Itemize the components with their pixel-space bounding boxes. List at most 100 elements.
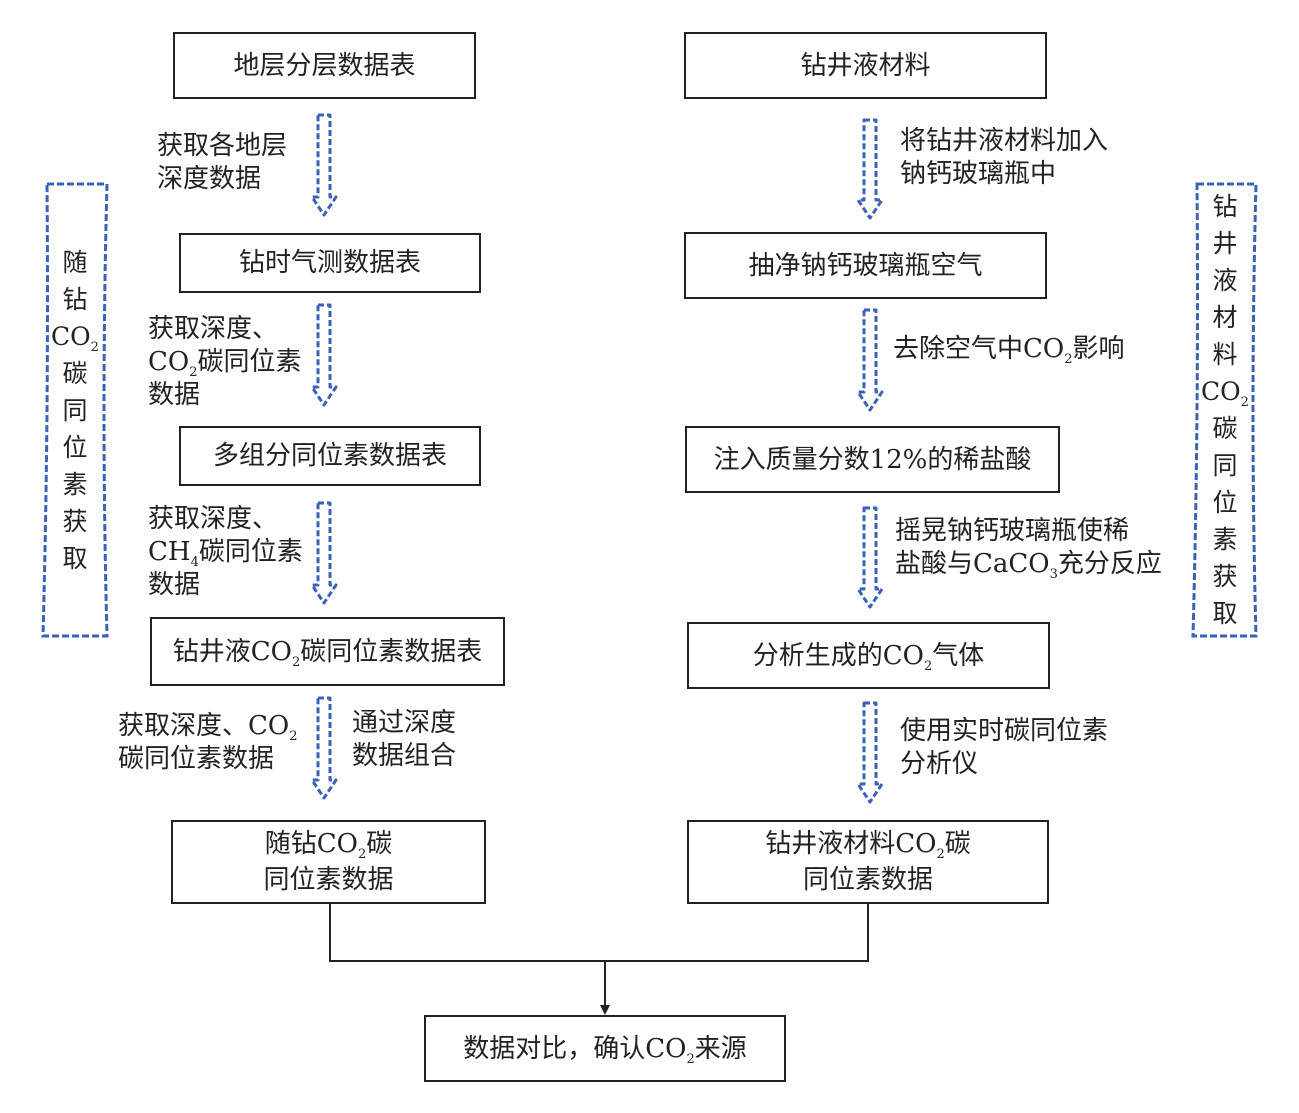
text-segment: 分析仪: [900, 749, 979, 779]
merge-connector: [329, 904, 869, 962]
stratigraphy-table-box: 地层分层数据表: [173, 32, 476, 99]
text-line: 碳同位素数据: [118, 743, 298, 776]
text-line: 钠钙玻璃瓶中: [900, 158, 1108, 191]
text-segment: 地层分层数据表: [233, 50, 416, 81]
dashed-down-arrow-icon: [310, 113, 338, 217]
text-segment: 位: [62, 432, 88, 462]
text-line: 液: [1212, 262, 1237, 299]
text-line: 位: [1212, 484, 1237, 521]
text-line: 钻井液材料: [800, 48, 930, 84]
text-segment: 钻时气测数据表: [238, 248, 421, 278]
text-line: 素: [62, 466, 87, 503]
text-segment: 通过深度: [352, 708, 457, 738]
step-label: 摇晃钠钙玻璃瓶使稀盐酸与CaCO3充分反应: [895, 515, 1162, 581]
subscript: 2: [291, 654, 301, 670]
step-label: 使用实时碳同位素分析仪: [900, 715, 1108, 781]
text-segment: 多组分同位素数据表: [212, 441, 447, 471]
text-segment: CO: [51, 321, 91, 351]
text-segment: CO: [1201, 377, 1241, 406]
text-segment: 碳同位素数据表: [300, 636, 483, 667]
text-line: 井: [1212, 225, 1237, 262]
text-line: 地层分层数据表: [233, 48, 415, 84]
dashed-down-arrow-icon: [310, 696, 338, 800]
text-line: 通过深度: [352, 707, 456, 740]
text-line: 碳: [62, 355, 87, 392]
text-segment: 气体: [932, 640, 985, 671]
text-line: 材: [1212, 299, 1237, 336]
text-segment: 注入质量分数12%的稀盐酸: [713, 444, 1032, 475]
text-segment: 碳: [944, 829, 971, 859]
text-segment: 数据组合: [352, 741, 457, 771]
text-line: 素: [1212, 521, 1237, 558]
text-line: 同: [62, 392, 87, 429]
text-segment: 取: [1212, 599, 1238, 628]
text-line: 料: [1212, 336, 1237, 373]
text-line: 获取深度、: [148, 313, 302, 346]
subscript: 2: [357, 847, 367, 862]
text-segment: 井: [1212, 229, 1238, 258]
text-line: 深度数据: [157, 163, 287, 196]
text-line: 获取深度、: [148, 503, 303, 536]
text-segment: 钻: [1212, 192, 1238, 221]
text-segment: 素: [62, 469, 88, 499]
text-segment: 将钻井液材料加入: [900, 126, 1109, 156]
text-segment: 数据对比，确认CO: [463, 1033, 687, 1064]
step-label: 将钻井液材料加入钠钙玻璃瓶中: [900, 125, 1108, 191]
text-segment: 获: [1212, 562, 1238, 591]
subscript: 2: [686, 1051, 695, 1067]
step-label: 获取深度、CO2碳同位素数据: [148, 313, 302, 412]
text-line: 随: [62, 244, 87, 281]
text-segment: 材: [1212, 303, 1238, 332]
inject-hcl-box: 注入质量分数12%的稀盐酸: [685, 426, 1060, 493]
text-line: 数据组合: [352, 740, 456, 773]
compare-data-box: 数据对比，确认CO2来源: [424, 1015, 786, 1082]
dashed-down-arrow-icon: [310, 303, 338, 407]
text-line: 数据对比，确认CO2来源: [463, 1031, 747, 1067]
drilling-gas-table-box: 钻时气测数据表: [179, 233, 481, 293]
text-segment: 抽净钠钙玻璃瓶空气: [748, 250, 983, 281]
text-segment: CH: [148, 537, 191, 567]
text-segment: 获取深度、: [148, 314, 279, 344]
text-line: 获取深度、CO2: [118, 710, 298, 743]
text-line: CO2碳同位素: [148, 346, 302, 379]
text-line: 位: [62, 429, 87, 466]
text-segment: 碳同位素: [198, 537, 303, 567]
multicomponent-isotope-table-box: 多组分同位素数据表: [179, 426, 481, 486]
text-line: CO2: [51, 318, 99, 355]
text-line: CH4碳同位素: [148, 536, 303, 569]
drilling-fluid-co2-table-box: 钻井液CO2碳同位素数据表: [150, 617, 505, 686]
while-drilling-co2-data-box: 随钻CO2碳同位素数据: [171, 820, 486, 904]
text-segment: 同: [1212, 451, 1238, 480]
drilling-fluid-material-box: 钻井液材料: [684, 32, 1047, 99]
step-label: 去除空气中CO2影响: [893, 333, 1125, 366]
text-segment: 数据: [148, 570, 201, 600]
text-segment: 同位素数据: [263, 865, 394, 895]
text-segment: 碳同位素数据: [118, 744, 275, 774]
text-line: 随钻CO2碳: [265, 826, 393, 862]
text-segment: 取: [62, 543, 88, 573]
text-segment: 钠钙玻璃瓶中: [900, 159, 1057, 189]
text-segment: 钻: [62, 284, 88, 314]
dashed-bracket-frame: [1191, 182, 1258, 638]
text-line: 碳: [1212, 410, 1237, 447]
text-segment: 获取各地层: [157, 131, 288, 161]
step-label: 获取深度、CH4碳同位素数据: [148, 503, 303, 602]
text-segment: 随: [62, 247, 88, 277]
text-segment: 碳: [366, 829, 393, 859]
subscript: 3: [1049, 567, 1058, 582]
dashed-down-arrow-icon: [310, 501, 338, 605]
text-segment: 钻井液材料: [800, 50, 931, 81]
text-segment: 获取深度、CO: [118, 711, 290, 741]
dashed-down-arrow-icon: [856, 118, 884, 220]
subscript: 2: [289, 729, 298, 744]
analyze-co2-box: 分析生成的CO2气体: [687, 622, 1050, 689]
text-segment: 摇晃钠钙玻璃瓶使稀: [895, 516, 1130, 546]
text-line: 钻: [1212, 188, 1237, 225]
text-segment: 素: [1212, 525, 1238, 554]
text-line: 获: [1212, 558, 1237, 595]
text-line: 盐酸与CaCO3充分反应: [895, 548, 1162, 581]
